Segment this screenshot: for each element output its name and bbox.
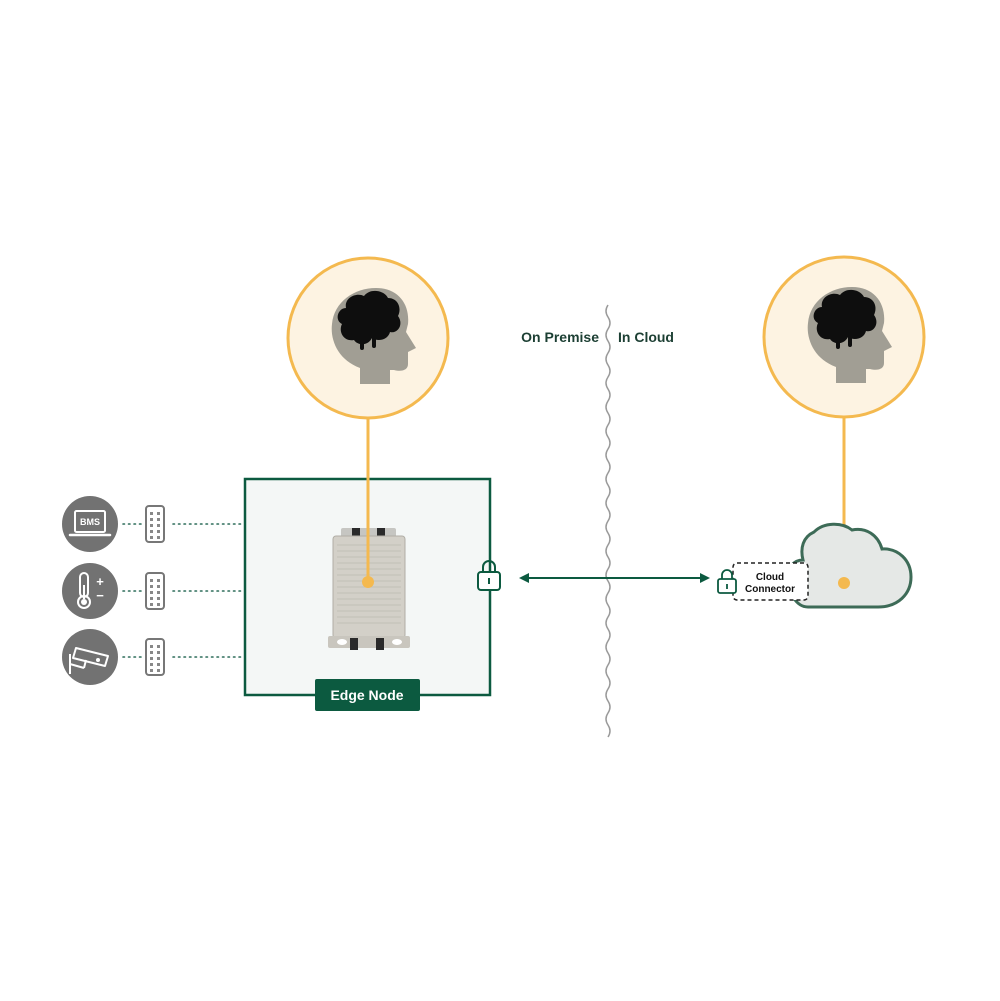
in-cloud-label: In Cloud xyxy=(618,329,674,345)
thermostat-device: + − xyxy=(62,563,118,619)
cloud-connector-label-line2: Connector xyxy=(745,584,795,595)
edge-node-tag: Edge Node xyxy=(315,679,420,711)
edge-node-label: Edge Node xyxy=(330,687,403,703)
connector-icon xyxy=(145,572,165,610)
camera-device xyxy=(62,629,118,685)
thermometer-plus: + xyxy=(96,574,104,589)
bms-label: BMS xyxy=(80,517,100,527)
cloud-connector-label-line1: Cloud xyxy=(756,572,784,583)
on-premise-label: On Premise xyxy=(521,329,599,345)
edge-connection-dot xyxy=(362,576,374,588)
connector-icon xyxy=(145,638,165,676)
edge-intelligence-node xyxy=(286,256,450,420)
thermometer-minus: − xyxy=(96,588,104,603)
cloud-intelligence-node xyxy=(762,255,926,419)
cloud-connection-dot xyxy=(838,577,850,589)
lock-icon xyxy=(477,560,501,591)
premise-cloud-divider xyxy=(605,304,611,738)
security-camera-icon xyxy=(69,647,109,674)
lock-icon xyxy=(717,569,737,594)
cloud-connector-box: Cloud Connector xyxy=(732,562,809,601)
thermometer-icon: + − xyxy=(77,572,104,609)
bms-monitor-icon: BMS xyxy=(68,510,112,537)
connector-icon xyxy=(145,505,165,543)
bms-device: BMS xyxy=(62,496,118,552)
